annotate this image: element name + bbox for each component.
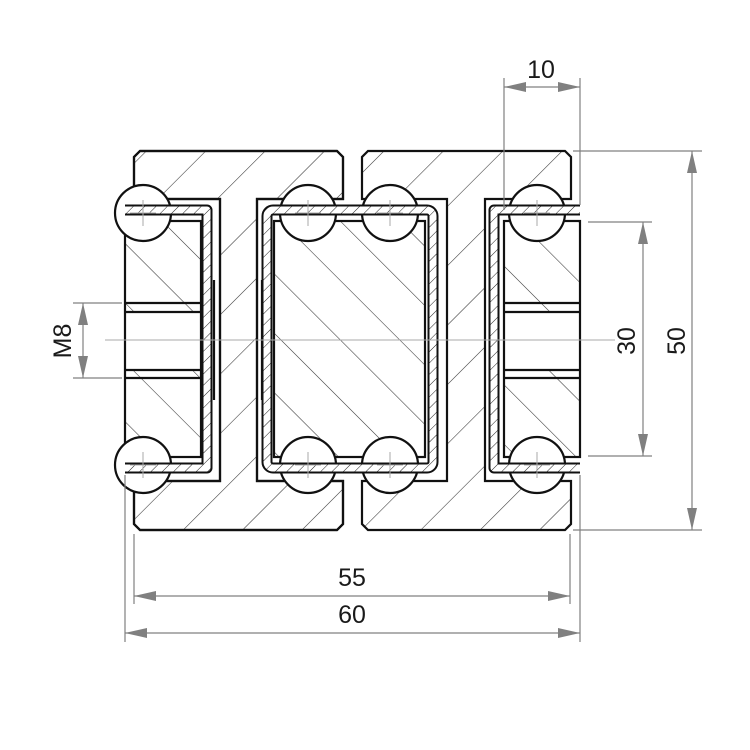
center-lines [105, 200, 615, 478]
left-block [123, 219, 203, 459]
dimension-inner-width: 55 [133, 534, 571, 604]
dimension-label-30: 30 [613, 327, 641, 355]
dimension-label-60: 60 [338, 601, 366, 629]
dimension-overall-height: 50 [573, 150, 702, 531]
middle-rail [261, 204, 439, 474]
dimension-thread: M8 [49, 302, 122, 379]
dimension-label-50: 50 [663, 327, 691, 355]
dimension-label-55: 55 [338, 564, 366, 592]
right-block [502, 219, 582, 459]
dimension-overall-width: 60 [124, 475, 581, 642]
middle-block [272, 219, 427, 459]
dimension-label-10: 10 [527, 56, 555, 84]
dimension-top-width: 10 [503, 56, 581, 210]
dimension-inner-height: 30 [588, 221, 652, 457]
left-rail [125, 204, 213, 474]
dimension-label-m8: M8 [49, 324, 77, 359]
